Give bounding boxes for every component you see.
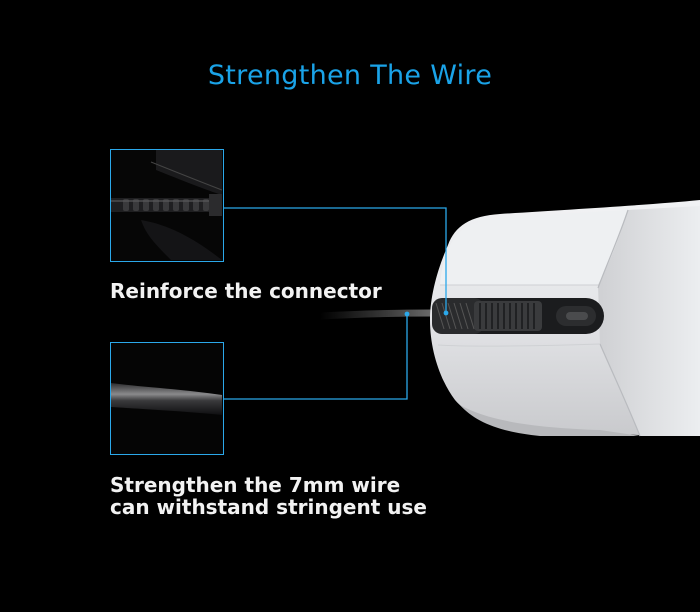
callout-lines — [224, 207, 447, 400]
callout-dot-wire — [404, 311, 410, 317]
caption-connector: Reinforce the connector — [110, 280, 382, 302]
caption-wire: Strengthen the 7mm wire can withstand st… — [110, 474, 427, 518]
scroll-wheel — [432, 298, 604, 334]
caption-connector-text: Reinforce the connector — [110, 279, 382, 303]
wire-closeup-image — [110, 342, 224, 455]
caption-wire-line-1: Strengthen the 7mm wire — [110, 473, 401, 497]
mouse-cable — [316, 309, 436, 320]
connector-closeup-image — [110, 149, 224, 262]
caption-wire-line-2: can withstand stringent use — [110, 495, 427, 519]
headline: Strengthen The Wire — [207, 60, 493, 91]
callout-dot-connector — [443, 310, 449, 316]
